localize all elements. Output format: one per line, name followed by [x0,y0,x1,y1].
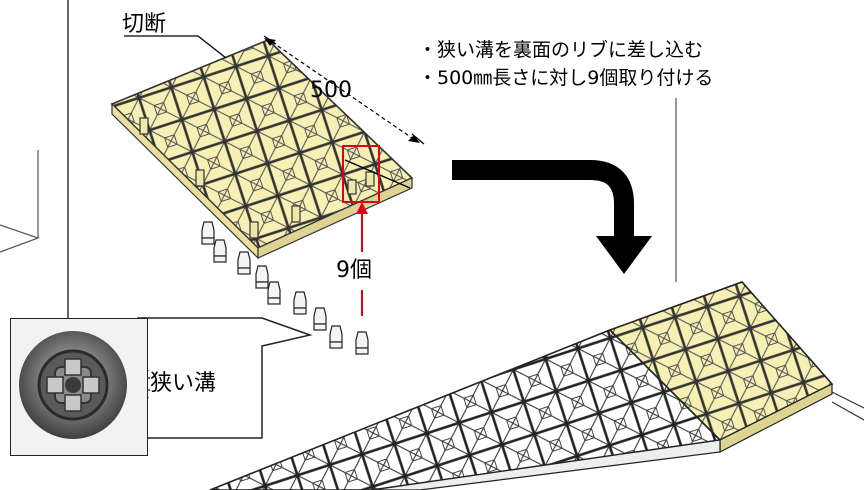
insert-part [293,291,307,315]
insert-photo-image [11,319,147,455]
insert-part [255,265,269,289]
insert-part [237,251,251,275]
insert-part [213,239,227,263]
rib-highlight-box [342,145,380,203]
insert-part [313,307,327,331]
insert-part [329,325,343,349]
length-dimension-label: 500 [310,78,352,103]
instruction-notes: ・狭い溝を裏面のリブに差し込む ・500㎜長さに対し9個取り付ける [418,36,713,92]
frame-line [0,224,40,253]
dimension-tick [263,35,277,45]
cut-leader-line [197,35,227,59]
process-arrow [452,160,634,240]
instruction-note: ・狭い溝を裏面のリブに差し込む [418,39,704,61]
cut-tile [110,39,414,260]
process-arrow-head [596,236,652,274]
insert-part [201,221,215,245]
cut-label: 切断 [122,12,167,37]
dimension-arrow [408,135,420,143]
instruction-note: ・500㎜長さに対し9個取り付ける [418,67,714,89]
insert-part [267,281,281,305]
dimension-line [271,41,413,139]
dimension-tick [411,133,425,145]
narrow-groove-label: 狭い溝 [150,371,217,396]
count-arrow-head [356,202,368,214]
floor-assembly [209,281,864,490]
insert-parts [201,221,369,355]
cut-line [344,159,411,189]
dimension-arrow [264,38,276,46]
part-count-label: 9個 [336,258,372,283]
insert-photo [10,318,148,456]
insert-part [355,331,369,355]
